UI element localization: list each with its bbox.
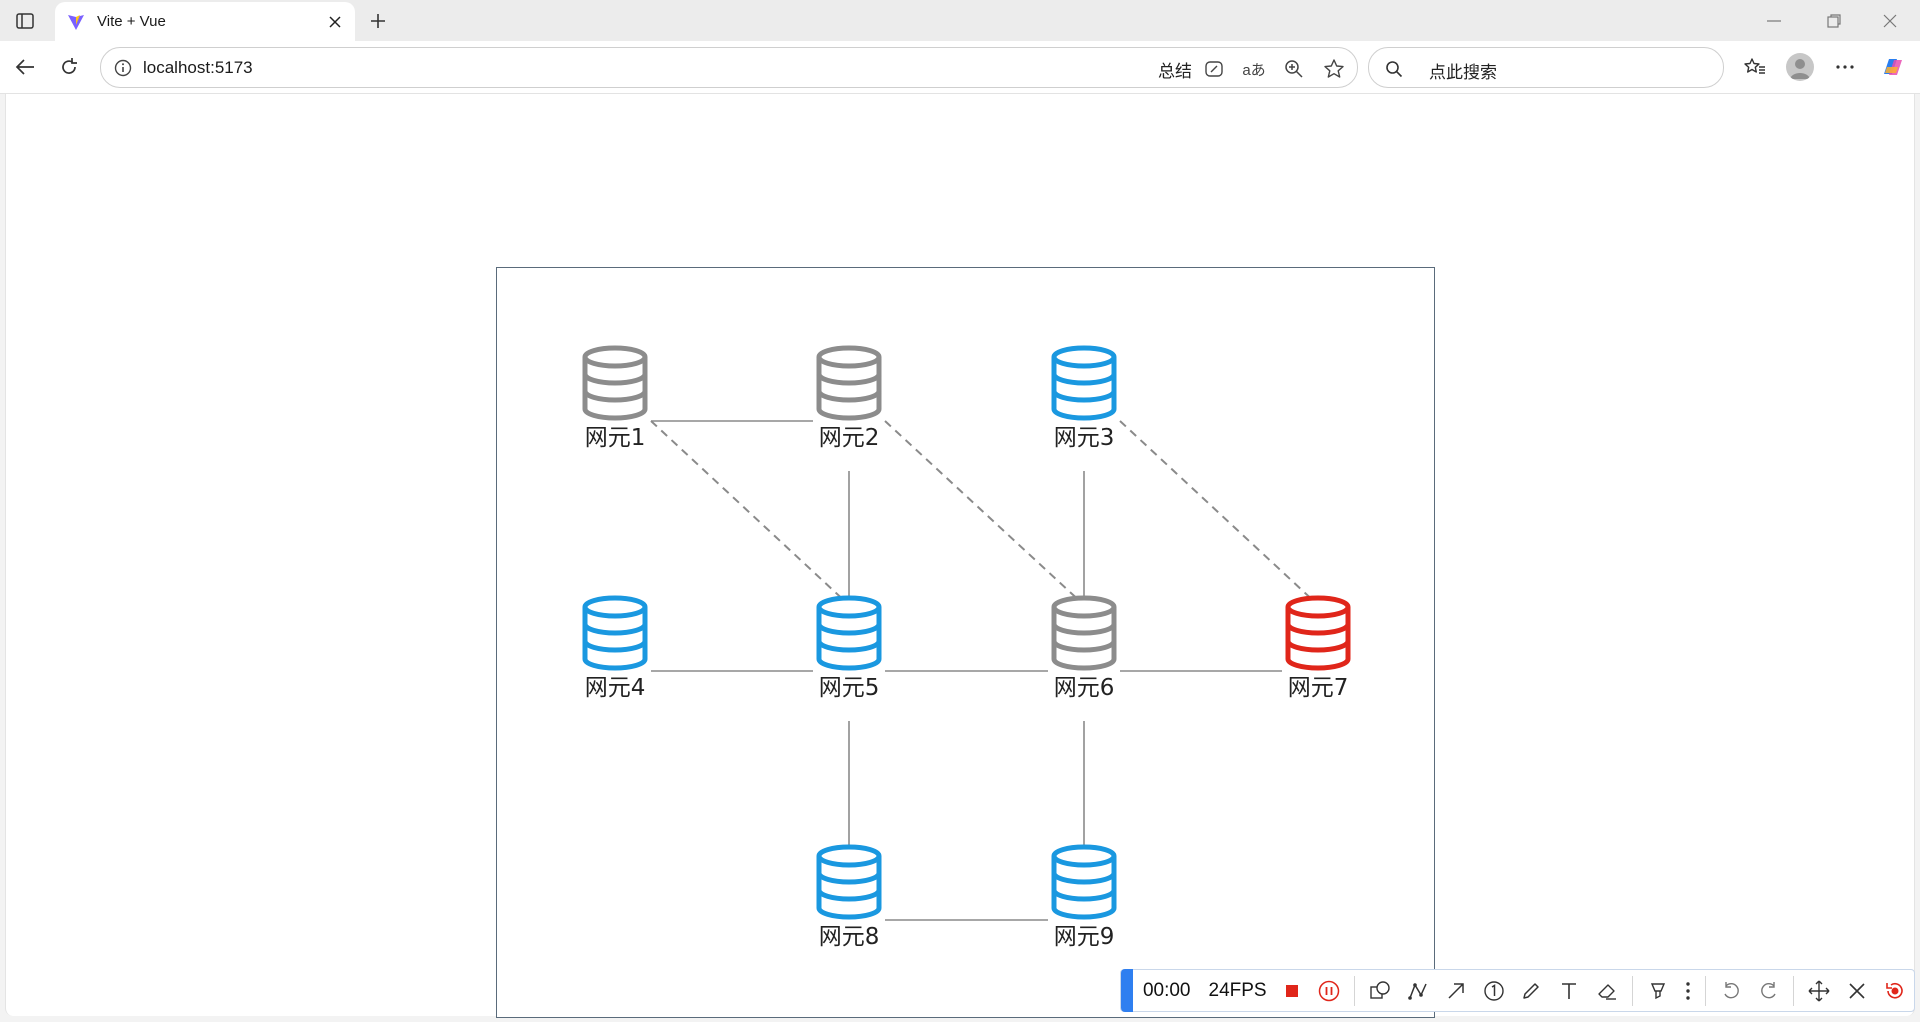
topology-graph: 网元1 网元2 网元3 网元4 网元5 网元6 网元7 网元8 网元9 — [582, 345, 1351, 950]
address-bar[interactable]: localhost:5173 总结 aあ — [100, 47, 1358, 88]
toolbar-divider — [1704, 975, 1706, 1006]
title-bar: Vite + Vue — [0, 0, 1920, 41]
network-element-n6[interactable]: 网元6 — [1051, 595, 1117, 701]
database-icon — [582, 595, 648, 671]
shape-icon[interactable] — [1361, 972, 1399, 1010]
toolbar-divider — [1632, 975, 1634, 1006]
search-placeholder: 点此搜索 — [1429, 63, 1497, 82]
undo-icon[interactable] — [1712, 972, 1750, 1010]
network-element-n9[interactable]: 网元9 — [1051, 844, 1117, 950]
favorite-star-icon[interactable] — [1321, 56, 1347, 82]
tab-title: Vite + Vue — [97, 13, 166, 30]
number-marker-icon[interactable] — [1475, 972, 1513, 1010]
toolbar-divider — [1793, 975, 1795, 1006]
database-icon — [1285, 595, 1351, 671]
move-icon[interactable] — [1800, 972, 1838, 1010]
minimize-icon[interactable] — [1754, 8, 1794, 34]
database-icon — [1051, 844, 1117, 920]
new-tab-icon[interactable] — [363, 6, 393, 36]
pen-icon[interactable] — [1513, 972, 1551, 1010]
database-icon — [1051, 595, 1117, 671]
restore-icon[interactable] — [1814, 8, 1854, 34]
database-icon — [816, 345, 882, 421]
reload-icon[interactable] — [52, 50, 86, 84]
browser-toolbar: localhost:5173 总结 aあ 点此搜索 — [0, 41, 1920, 94]
network-element-label: 网元6 — [1054, 675, 1115, 701]
polyline-icon[interactable] — [1399, 972, 1437, 1010]
translate-icon[interactable]: aあ — [1242, 61, 1266, 79]
summary-button[interactable]: 总结 — [1158, 62, 1192, 81]
site-info-icon[interactable] — [113, 58, 133, 78]
text-icon[interactable] — [1550, 972, 1588, 1010]
stop-icon[interactable] — [1273, 972, 1311, 1010]
network-element-n3[interactable]: 网元3 — [1051, 345, 1117, 451]
network-element-label: 网元4 — [585, 675, 646, 701]
topology-canvas[interactable]: 网元1 网元2 网元3 网元4 网元5 网元6 网元7 网元8 网元9 — [496, 267, 1435, 1018]
database-icon — [816, 844, 882, 920]
link-n1-n5 — [650, 420, 850, 606]
network-element-n5[interactable]: 网元5 — [816, 595, 882, 701]
database-icon — [582, 345, 648, 421]
network-element-label: 网元7 — [1288, 675, 1349, 701]
database-icon — [1051, 345, 1117, 421]
screen-recorder-toolbar: 00:00 24FPS — [1120, 969, 1915, 1012]
network-element-n8[interactable]: 网元8 — [816, 844, 882, 950]
network-element-n1[interactable]: 网元1 — [582, 345, 648, 451]
network-element-label: 网元5 — [819, 675, 880, 701]
back-arrow-icon[interactable] — [8, 50, 42, 84]
eraser-icon[interactable] — [1588, 972, 1626, 1010]
redo-icon[interactable] — [1750, 972, 1788, 1010]
tab-close-icon[interactable] — [321, 8, 349, 36]
recorder-drag-handle[interactable] — [1121, 969, 1133, 1012]
network-element-label: 网元1 — [585, 425, 646, 451]
profile-avatar[interactable] — [1786, 53, 1814, 81]
window-close-icon[interactable] — [1870, 8, 1910, 34]
pause-icon[interactable] — [1310, 972, 1348, 1010]
toolbar-divider — [1354, 975, 1356, 1006]
link-n2-n6 — [884, 420, 1085, 606]
copilot-icon[interactable] — [1876, 50, 1910, 84]
arrow-icon[interactable] — [1437, 972, 1475, 1010]
database-icon — [816, 595, 882, 671]
network-element-label: 网元3 — [1054, 425, 1115, 451]
network-element-label: 网元8 — [819, 924, 880, 950]
network-element-n4[interactable]: 网元4 — [582, 595, 648, 701]
network-element-label: 网元2 — [819, 425, 880, 451]
browser-tab-active[interactable]: Vite + Vue — [55, 2, 355, 41]
favorites-icon[interactable] — [1738, 50, 1772, 84]
highlighter-icon[interactable] — [1639, 972, 1677, 1010]
page-viewport: 网元1 网元2 网元3 网元4 网元5 网元6 网元7 网元8 网元9 — [5, 94, 1915, 1018]
vite-logo-icon — [67, 13, 85, 31]
sidebar-toggle-icon[interactable] — [10, 8, 40, 34]
recording-fps: 24FPS — [1208, 979, 1267, 1001]
close-icon[interactable] — [1838, 972, 1876, 1010]
network-element-n7[interactable]: 网元7 — [1285, 595, 1351, 701]
copilot-summary-icon[interactable] — [1201, 56, 1227, 82]
address-url[interactable]: localhost:5173 — [143, 58, 253, 77]
recording-time: 00:00 — [1142, 979, 1191, 1001]
record-settings-icon[interactable] — [1876, 972, 1914, 1010]
search-icon — [1383, 58, 1405, 80]
link-n3-n7 — [1119, 420, 1319, 606]
network-element-n2[interactable]: 网元2 — [816, 345, 882, 451]
more-horizontal-icon[interactable] — [1828, 50, 1862, 84]
zoom-icon[interactable] — [1281, 56, 1307, 82]
network-element-label: 网元9 — [1054, 924, 1115, 950]
search-box[interactable]: 点此搜索 — [1368, 47, 1724, 88]
more-vertical-icon[interactable] — [1677, 972, 1699, 1010]
